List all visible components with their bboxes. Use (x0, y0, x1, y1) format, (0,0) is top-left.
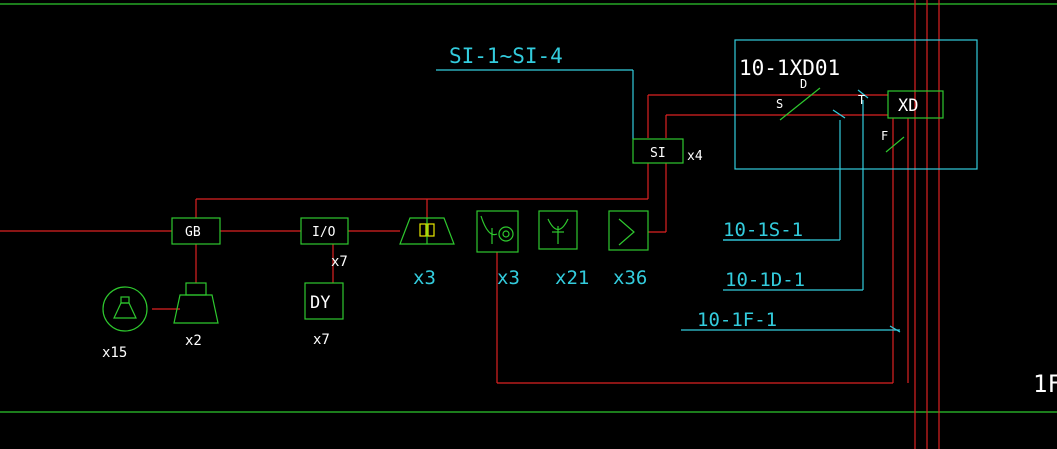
line-markers (779, 87, 905, 153)
speaker-icon (102, 286, 148, 332)
out-1s: 10-1S-1 (723, 219, 803, 241)
s-label: S (776, 97, 783, 111)
io-label: I/O (312, 225, 336, 240)
dy-count: x7 (313, 332, 330, 348)
strobe-count: x3 (413, 267, 436, 289)
io-count: x7 (331, 254, 348, 270)
si-count: x4 (687, 149, 703, 164)
si-box (632, 138, 684, 164)
speaker-count: x15 (102, 345, 127, 361)
f-label: F (881, 129, 888, 143)
d-label: D (800, 77, 807, 91)
horn-count: x2 (185, 333, 202, 349)
heat-detector-icon (608, 210, 649, 251)
smoke-detector-icon (538, 210, 578, 250)
xd-box (887, 90, 944, 119)
out-1f: 10-1F-1 (697, 309, 777, 331)
t-label: T (858, 93, 865, 107)
strobe-icon (399, 217, 455, 245)
detector-icon (476, 210, 519, 253)
io-box (300, 217, 349, 245)
floor-label: 1F (1033, 370, 1057, 398)
dy-label: DY (310, 293, 330, 313)
si-label: SI (650, 146, 666, 161)
panel-name: 10-1XD01 (739, 56, 840, 80)
panel-frame (734, 39, 978, 170)
heat-count: x36 (613, 267, 647, 289)
out-1d: 10-1D-1 (725, 269, 805, 291)
smoke-count: x21 (555, 267, 589, 289)
horn-icon (173, 282, 219, 324)
main-bus (0, 94, 909, 384)
detector-count: x3 (497, 267, 520, 289)
xd-label: XD (898, 96, 918, 116)
riser-lines (914, 0, 940, 449)
dy-box (304, 282, 344, 320)
gb-label: GB (185, 225, 201, 240)
gb-box (171, 217, 221, 245)
bus-label: SI-1~SI-4 (449, 44, 563, 68)
signal-lines (436, 69, 901, 333)
